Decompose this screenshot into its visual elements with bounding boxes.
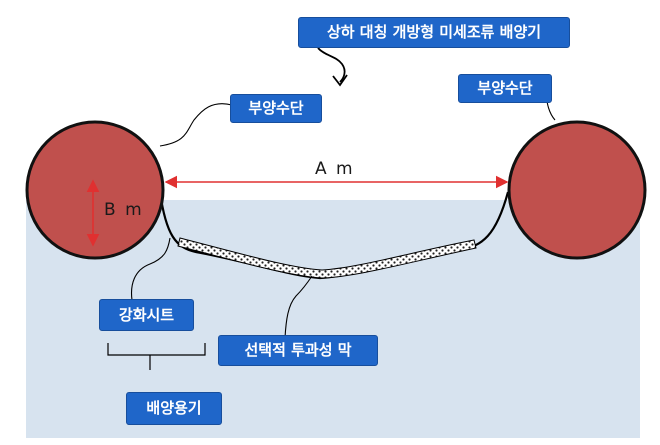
reinforced-sheet-line <box>158 191 510 280</box>
culture-vessel-brace <box>107 343 206 370</box>
leader-membrane <box>284 275 313 339</box>
float-label-left: 부양수단 <box>230 94 322 123</box>
culture-vessel-label: 배양용기 <box>126 392 222 425</box>
leader-float-left <box>159 103 233 147</box>
membrane-label: 선택적 투과성 막 <box>218 335 378 366</box>
float-circle-right <box>507 120 647 260</box>
leader-title-arrow <box>317 47 346 83</box>
float-label-right: 부양수단 <box>458 74 552 103</box>
leader-reinforced-sheet <box>130 237 171 301</box>
width-dimension-label: A m <box>315 159 355 179</box>
diameter-dimension-label: B m <box>104 200 144 220</box>
membrane-band <box>177 237 477 279</box>
reinforced-sheet-label: 강화시트 <box>99 299 194 331</box>
float-circle-left <box>25 120 165 260</box>
title-arrow-head <box>332 74 348 87</box>
title-label: 상하 대칭 개방형 미세조류 배양기 <box>298 17 570 48</box>
